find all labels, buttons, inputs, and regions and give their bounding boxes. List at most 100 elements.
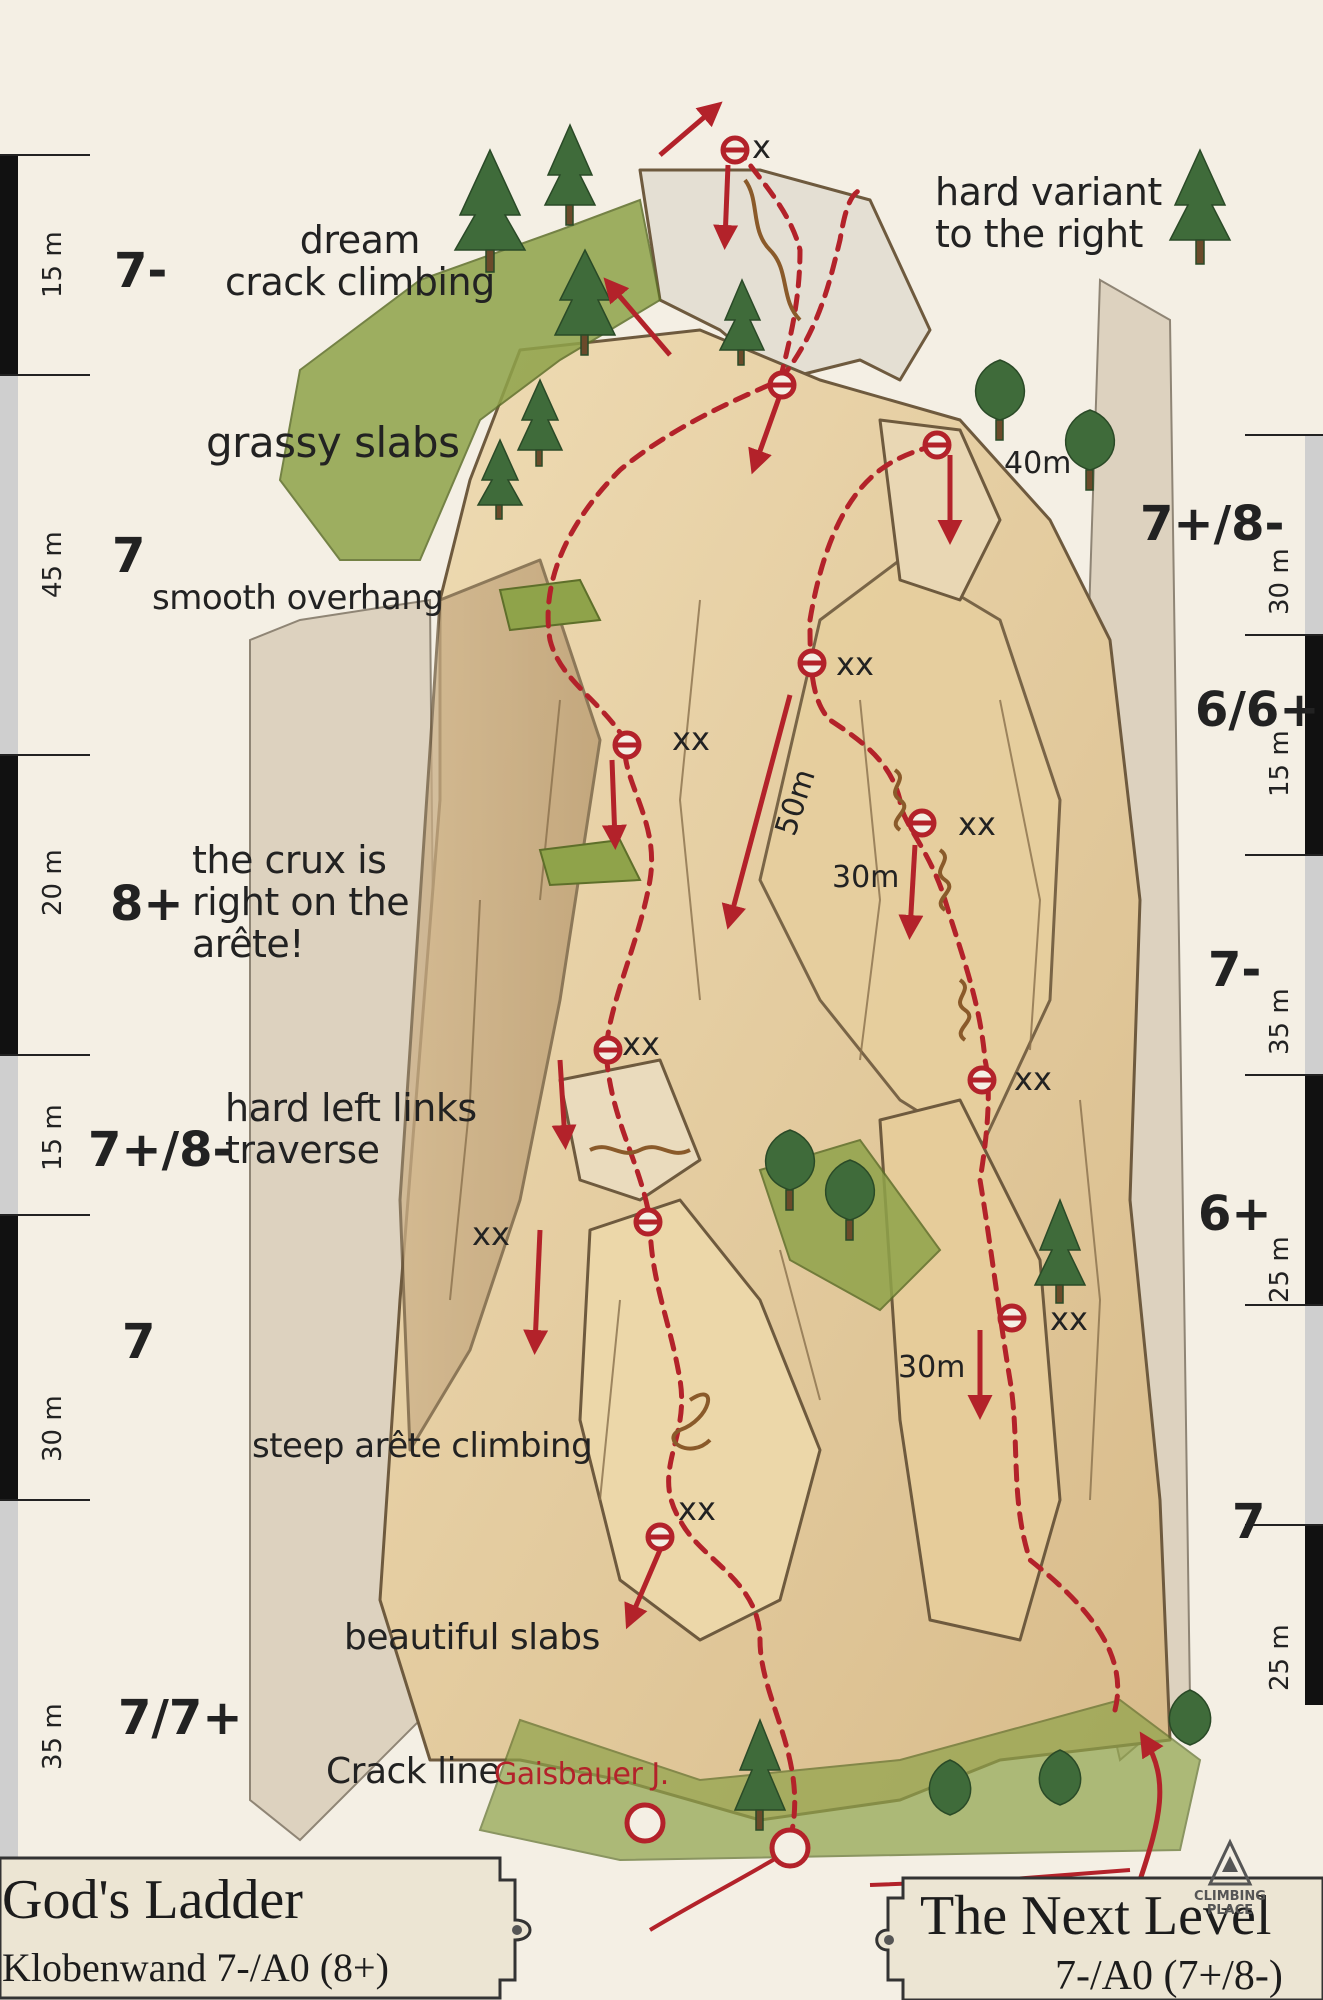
crack-line-label: Crack line xyxy=(326,1751,501,1792)
tree xyxy=(733,1717,787,1831)
route-start xyxy=(769,1827,811,1869)
left-pitch-length: 15 m xyxy=(38,231,68,298)
bolt-count: xx xyxy=(472,1215,510,1253)
tree xyxy=(764,1129,816,1211)
pitch-note: dream crack climbing xyxy=(225,218,495,304)
tree xyxy=(1168,1689,1212,1746)
tree xyxy=(543,123,597,226)
left-pitch-grade: 7- xyxy=(114,243,168,299)
belay-station xyxy=(907,808,937,838)
rappel-arrow xyxy=(748,394,783,475)
belays xyxy=(593,135,1027,1869)
hard-squiggle xyxy=(671,1392,712,1451)
hard-squiggle xyxy=(958,978,972,1042)
hard-variant-label: hard variant to the right xyxy=(935,170,1162,256)
rock-cracks xyxy=(449,599,1102,1501)
left-pitch-length: 35 m xyxy=(38,1703,68,1770)
rappel-arrows xyxy=(523,101,1164,1881)
belay-station xyxy=(593,1035,623,1065)
tree xyxy=(1038,1749,1082,1806)
bolt-count: x xyxy=(752,128,771,166)
belay-station xyxy=(612,730,642,760)
title-plate-right xyxy=(875,1876,1323,2000)
trees xyxy=(453,123,1232,1831)
route-top xyxy=(732,142,803,383)
hard-sections xyxy=(589,178,972,1451)
first-ascent-label: Gaisbauer J. xyxy=(494,1757,669,1792)
left-pitch-length: 20 m xyxy=(38,849,68,916)
rappel-length: 40m xyxy=(1004,446,1072,481)
left-pitch-grade: 7 xyxy=(112,528,146,584)
pitch-note: hard left links traverse xyxy=(225,1086,477,1172)
rappel-arrow xyxy=(721,694,793,930)
right-pitch-grade: 7+/8- xyxy=(1140,496,1285,552)
right-ruler xyxy=(1245,434,1323,1705)
left-pitch-grade: 7+/8- xyxy=(88,1122,233,1178)
rappel-arrow xyxy=(898,844,924,940)
rappel-arrow xyxy=(624,1549,663,1630)
left-pitch-grade: 7 xyxy=(122,1314,156,1370)
tree xyxy=(1064,409,1116,491)
tree xyxy=(974,359,1026,441)
tree xyxy=(476,438,524,520)
tree xyxy=(1033,1197,1087,1304)
left-pitch-length: 45 m xyxy=(38,531,68,598)
right-pitch-length: 35 m xyxy=(1265,988,1295,1055)
left-pitch-grade: 7/7+ xyxy=(118,1690,243,1746)
rappel-arrow xyxy=(601,759,627,850)
route-next-level xyxy=(807,442,1121,1713)
left-pitch-length: 30 m xyxy=(38,1395,68,1462)
grassy-slabs-label: grassy slabs xyxy=(206,418,460,467)
logo-text: CLIMBING PLACE xyxy=(1194,1889,1266,1919)
tree xyxy=(553,248,617,356)
belay-station xyxy=(645,1522,675,1552)
rock-face xyxy=(378,168,1172,1822)
descent-arrow xyxy=(603,277,672,357)
right-pitch-grade: 7 xyxy=(1232,1494,1266,1550)
belay-station xyxy=(797,648,827,678)
belay-station xyxy=(633,1207,663,1237)
belay-station xyxy=(997,1303,1027,1333)
hard-squiggle xyxy=(938,848,952,912)
approach-path xyxy=(648,1848,792,1932)
left-ruler xyxy=(0,154,90,1860)
title-plate-left xyxy=(0,1856,532,2000)
right-pitch-length: 25 m xyxy=(1265,1236,1295,1303)
belay-station xyxy=(767,370,797,400)
hard-squiggle xyxy=(589,1145,691,1155)
pitch-note: the crux is right on the arête! xyxy=(192,838,410,966)
rappel-arrow xyxy=(523,1229,549,1355)
exit-arrow xyxy=(658,101,723,157)
left-pitch-grade: 8+ xyxy=(110,876,184,932)
rappel-arrow xyxy=(551,1059,577,1150)
route-variant xyxy=(777,187,863,383)
hard-squiggle xyxy=(743,178,802,322)
pitch-note: beautiful slabs xyxy=(344,1617,600,1658)
routes xyxy=(545,142,1121,1843)
right-pitch-grade: 6/6+ xyxy=(1195,682,1320,738)
right-route-subtitle: 7-/A0 (7+/8-) xyxy=(1055,1953,1283,1999)
rappel-arrow xyxy=(713,164,739,250)
pitch-note: steep arête climbing xyxy=(252,1426,593,1466)
belay-station xyxy=(922,430,952,460)
belay-station xyxy=(967,1065,997,1095)
bolt-count: xx xyxy=(1014,1060,1052,1098)
right-pitch-length: 30 m xyxy=(1265,548,1295,615)
tree xyxy=(824,1159,876,1241)
tree xyxy=(516,378,564,467)
rappel-length: 30m xyxy=(898,1350,966,1385)
tree xyxy=(453,148,527,273)
bolt-count: xx xyxy=(836,645,874,683)
rappel-length: 30m xyxy=(832,860,900,895)
bolt-count: xx xyxy=(958,805,996,843)
tree xyxy=(928,1759,972,1816)
pitch-note: smooth overhang xyxy=(152,578,444,618)
hard-squiggle xyxy=(893,768,907,832)
right-pitch-grade: 6+ xyxy=(1198,1186,1272,1242)
right-pitch-length: 15 m xyxy=(1265,730,1295,797)
tree xyxy=(1168,148,1232,265)
bolt-count: xx xyxy=(678,1490,716,1528)
left-pitch-length: 15 m xyxy=(38,1104,68,1171)
